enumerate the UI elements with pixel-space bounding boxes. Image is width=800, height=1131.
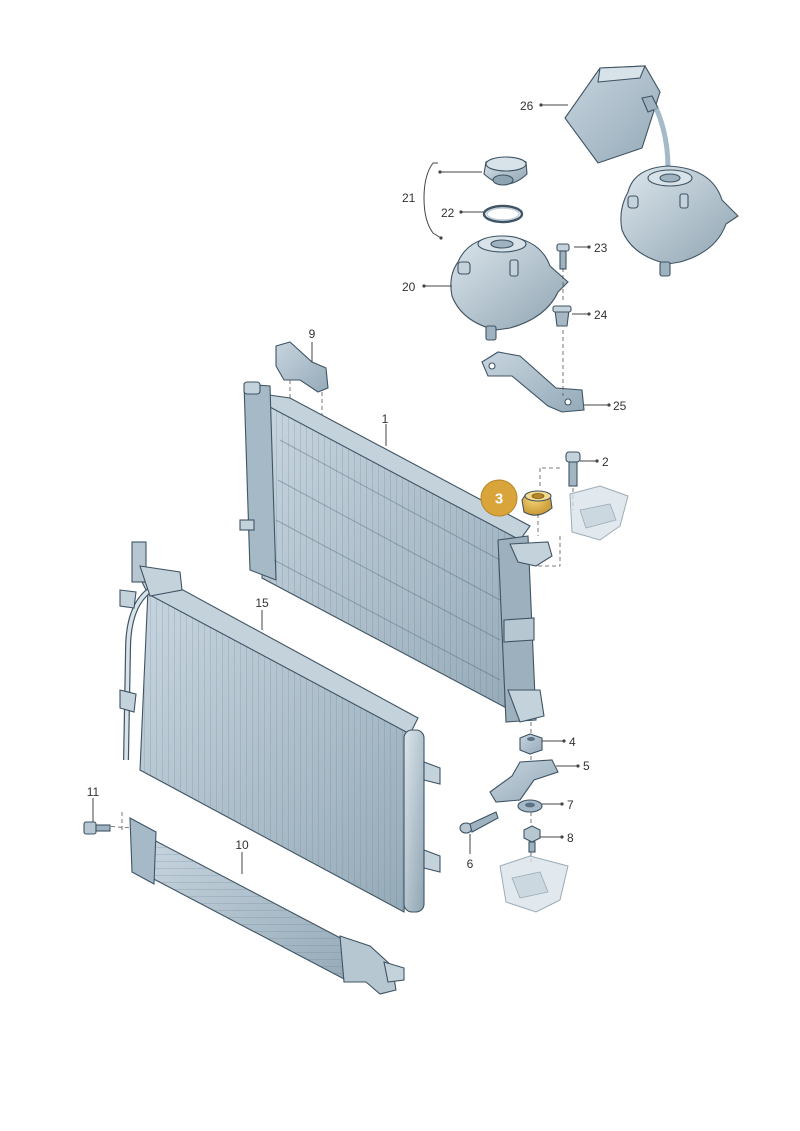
body-reference-upper — [569, 485, 629, 541]
bracket-part-9 — [275, 341, 329, 393]
leader-lines — [92, 104, 609, 874]
expansion-tank-part-20 — [450, 235, 569, 341]
callout-5-label: 5 — [583, 759, 590, 773]
rubber-mount-part-3 — [521, 490, 553, 516]
callout-26-label: 26 — [520, 99, 534, 113]
oil-cooler-part-10 — [129, 817, 405, 995]
callout-11-label: 11 — [87, 785, 100, 799]
mount-pin-part-2 — [565, 451, 581, 487]
bolt-part-6 — [459, 811, 499, 834]
callout-22-label: 22 — [441, 206, 455, 220]
callout-6-label: 6 — [467, 857, 474, 871]
condenser-part-15 — [119, 541, 441, 913]
callout-2-label: 2 — [602, 455, 609, 469]
coolant-bottle-part-26 — [564, 65, 671, 169]
callout-9-label: 9 — [309, 327, 316, 341]
callout-24-label: 24 — [594, 308, 608, 322]
bracket-part-25 — [481, 351, 585, 413]
washer-part-7 — [517, 799, 543, 813]
bolt-part-11 — [83, 821, 111, 835]
filler-cap-part-21 — [483, 156, 528, 186]
callout-20-label: 20 — [402, 280, 416, 294]
nut-part-4 — [519, 733, 543, 755]
callout-4-label: 4 — [569, 735, 576, 749]
callout-3-badge — [480, 479, 518, 517]
callout-3-label: 3 — [495, 491, 503, 508]
expansion-tank-reference — [620, 165, 739, 277]
body-reference-lower — [499, 855, 569, 913]
callout-10-label: 10 — [235, 838, 249, 852]
grommet-part-24 — [552, 305, 572, 327]
callout-15-label: 15 — [255, 596, 269, 610]
callout-3-highlight: 3 — [480, 479, 518, 517]
bolt-part-23 — [556, 243, 570, 270]
radiator-part-1 — [239, 381, 553, 723]
callout-1-label: 1 — [382, 412, 389, 426]
callout-labels: 1 2 4 5 6 7 8 9 10 11 15 20 21 22 23 24 … — [87, 99, 627, 871]
callout-21-label: 21 — [402, 191, 416, 205]
o-ring-part-22 — [482, 204, 524, 224]
leader-dots — [422, 103, 611, 839]
callout-25-label: 25 — [613, 399, 627, 413]
bracket-part-5 — [489, 759, 559, 803]
callout-23-label: 23 — [594, 241, 608, 255]
callout-8-label: 8 — [567, 831, 574, 845]
callout-7-label: 7 — [567, 798, 574, 812]
bolt-part-8 — [523, 825, 541, 853]
